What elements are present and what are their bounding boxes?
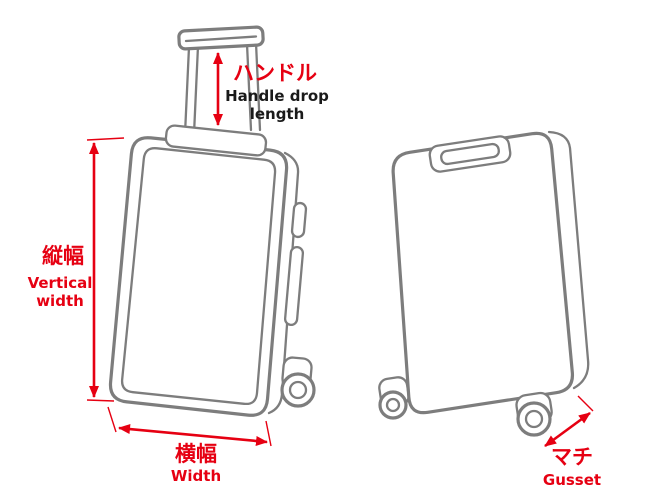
suitcase-back-view: [378, 130, 590, 437]
suitcase-front-view: [108, 25, 316, 417]
vertical-width-tick-bottom: [86, 399, 115, 402]
gusset-label-en: Gusset: [543, 471, 601, 489]
handle-base: [164, 124, 268, 157]
vertical-label-en-line2: width: [36, 292, 84, 310]
width-tick-left: [107, 406, 117, 433]
gusset-tick: [577, 395, 594, 412]
suitcase-front-lid-line: [120, 147, 277, 406]
gusset-arrow: [544, 411, 591, 448]
suitcase-front-body: [108, 136, 289, 417]
dimension-annotations: ハンドル Handle drop length 縦幅 Vertical widt…: [28, 52, 601, 489]
width-label-jp: 横幅: [175, 442, 217, 466]
vertical-label-en-line1: Vertical: [28, 274, 93, 292]
back-wheel-right: [515, 391, 553, 437]
suitcase-back-side-edge: [547, 130, 590, 390]
gusset-label-jp: マチ: [551, 445, 593, 469]
back-wheel-left: [378, 376, 410, 420]
telescopic-handle-rails: [183, 41, 262, 136]
top-carry-handle: [428, 135, 512, 173]
side-handle: [283, 201, 308, 327]
front-wheel: [280, 356, 316, 408]
width-label-en: Width: [171, 467, 221, 485]
vertical-label-jp: 縦幅: [42, 244, 84, 268]
vertical-width-tick-top: [86, 137, 125, 141]
suitcase-back-body: [391, 131, 575, 415]
handle-label-en-line2: length: [250, 105, 305, 123]
handle-label-en-line1: Handle drop: [225, 87, 329, 105]
width-tick-right: [265, 420, 272, 447]
handle-label-jp: ハンドル: [233, 61, 317, 85]
width-arrow: [118, 424, 268, 446]
telescopic-handle-bar: [177, 25, 265, 51]
